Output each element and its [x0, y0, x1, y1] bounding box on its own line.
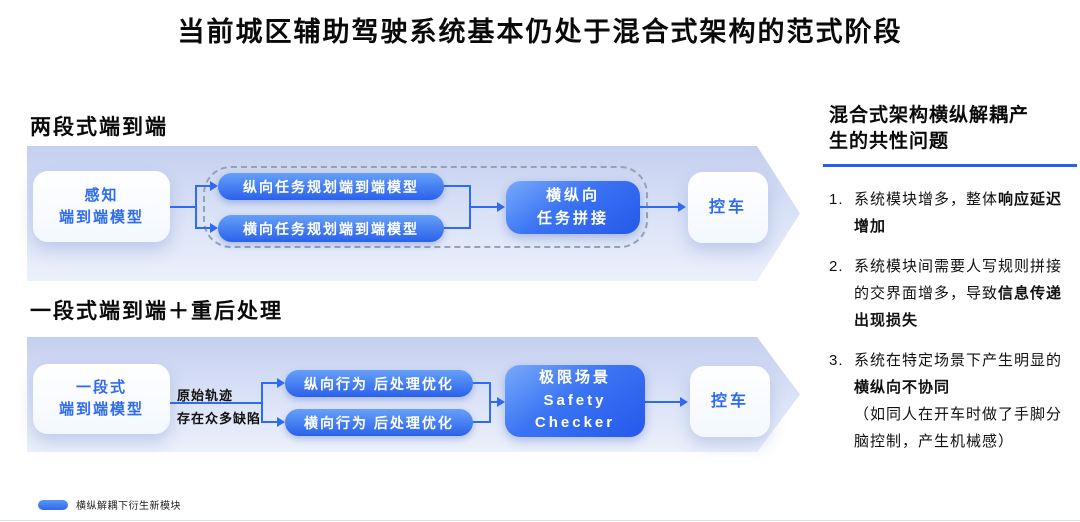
- arrowhead-icon: [678, 202, 686, 212]
- legend: 横纵解耦下衍生新模块: [38, 497, 181, 512]
- connector-line: [473, 382, 491, 384]
- connector-line: [489, 401, 497, 403]
- problem-item-3: 3. 系统在特定场景下产生明显的横纵向不协同（如同人在开车时做了手脚分脑控制，产…: [829, 347, 1077, 455]
- legend-label: 横纵解耦下衍生新模块: [76, 501, 181, 512]
- connector-line: [444, 227, 471, 229]
- problem-text: 系统模块增多，整体响应延迟增加: [854, 191, 1063, 235]
- connector-line: [640, 206, 678, 208]
- arrowhead-icon: [680, 397, 688, 407]
- raw-trajectory-label: 原始轨迹: [177, 388, 234, 403]
- connector-line: [261, 421, 277, 423]
- bottom-divider: [0, 520, 1080, 521]
- problem-item-2: 2. 系统模块间需要人写规则拼接的交界面增多，导致信息传递出现损失: [829, 253, 1077, 334]
- connector-line: [170, 402, 263, 404]
- problem-item-1: 1. 系统模块增多，整体响应延迟增加: [829, 186, 1077, 240]
- problem-number: 2.: [829, 258, 844, 275]
- problem-text: 系统模块间需要人写规则拼接的交界面增多，导致信息传递出现损失: [854, 258, 1063, 329]
- connector-line: [444, 185, 471, 187]
- problems-heading: 混合式架构横纵解耦产 生的共性问题: [829, 105, 1030, 152]
- arrowhead-icon: [277, 378, 285, 388]
- slide-title: 当前城区辅助驾驶系统基本仍处于混合式架构的范式阶段: [177, 17, 903, 47]
- connector-line: [473, 421, 491, 423]
- safety-checker-box: 极限场景 Safety Checker: [505, 365, 645, 437]
- perception-model-box: 感知 端到端模型: [33, 171, 170, 242]
- connector-line: [195, 185, 197, 229]
- lateral-planning-pill: 横向任务规划端到端模型: [218, 215, 444, 242]
- connector-line: [261, 382, 277, 384]
- connector-line: [170, 206, 196, 208]
- problem-number: 1.: [829, 191, 844, 208]
- longitudinal-planning-pill: 纵向任务规划端到端模型: [218, 173, 444, 200]
- lateral-postprocess-pill: 横向行为 后处理优化: [285, 409, 473, 436]
- vehicle-control-box-2: 控车: [690, 366, 770, 437]
- connector-line: [645, 401, 680, 403]
- problem-number: 3.: [829, 352, 844, 369]
- arrowhead-icon: [210, 223, 218, 233]
- legend-pill-swatch: [38, 499, 68, 510]
- connector-line: [195, 185, 210, 187]
- connector-line: [195, 227, 210, 229]
- defects-label: 存在众多缺陷: [177, 411, 262, 426]
- arrowhead-icon: [497, 397, 505, 407]
- arrowhead-icon: [277, 417, 285, 427]
- problem-note: （如同人在开车时做了手脚分脑控制，产生机械感）: [854, 406, 1063, 450]
- arrowhead-icon: [210, 181, 218, 191]
- section-two-stage-heading: 两段式端到端: [30, 116, 168, 139]
- section-one-stage-heading: 一段式端到端＋重后处理: [30, 300, 283, 323]
- heading-underline: [823, 164, 1077, 167]
- vehicle-control-box-1: 控车: [688, 172, 768, 243]
- connector-line: [469, 206, 497, 208]
- one-stage-model-box: 一段式 端到端模型: [33, 364, 170, 434]
- connector-line: [261, 382, 263, 423]
- arrowhead-icon: [497, 202, 505, 212]
- problem-text: 系统在特定场景下产生明显的横纵向不协同（如同人在开车时做了手脚分脑控制，产生机械…: [854, 347, 1077, 455]
- task-merge-box: 横纵向 任务拼接: [506, 181, 640, 234]
- longitudinal-postprocess-pill: 纵向行为 后处理优化: [285, 370, 473, 397]
- problems-list: 1. 系统模块增多，整体响应延迟增加 2. 系统模块间需要人写规则拼接的交界面增…: [829, 186, 1077, 468]
